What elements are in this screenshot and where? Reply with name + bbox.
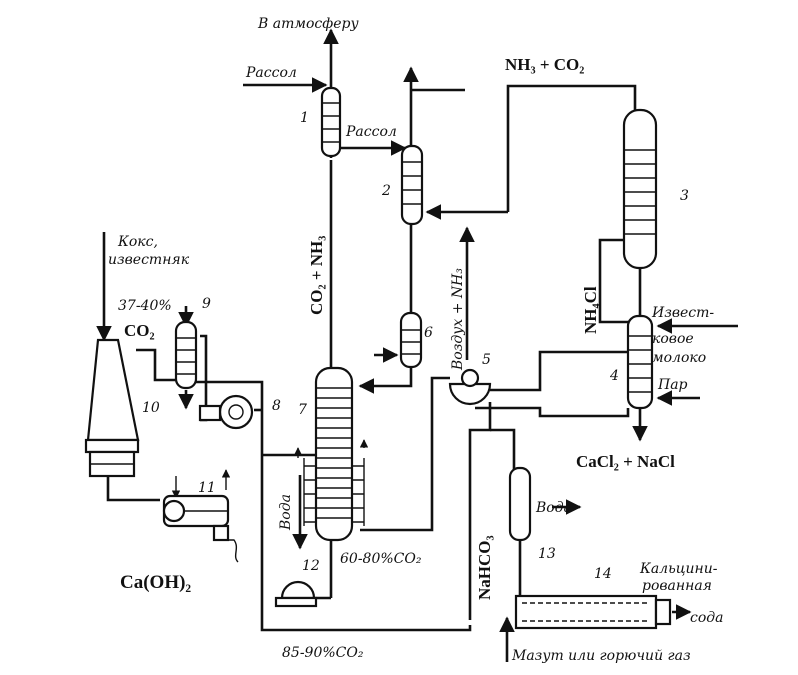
slaker-11 <box>162 494 230 542</box>
label-water-13: Вода <box>535 500 572 516</box>
label-co2-nh3: CO₂ + NH₃ <box>307 236 326 315</box>
pipe-nh3-co2-return <box>506 84 637 212</box>
pipe-caoh2 <box>222 539 239 563</box>
label-co2-85-90: 85-90%CO₂ <box>282 645 364 661</box>
pipe-10-9 <box>136 348 176 382</box>
number-11: 11 <box>198 480 216 496</box>
label-fuel: Мазут или горючий газ <box>511 648 691 664</box>
number-1: 1 <box>300 110 309 126</box>
pipe-nh4cl-loop <box>598 238 637 324</box>
label-cacl2-nacl: CaCl₂ + NaCl <box>576 452 675 471</box>
number-13: 13 <box>538 546 556 562</box>
number-5: 5 <box>482 352 491 368</box>
number-7: 7 <box>298 402 307 418</box>
pipe-85-co2 <box>260 450 472 632</box>
pipe-5-7 <box>360 376 450 532</box>
compressor-8 <box>198 394 254 430</box>
pipe-10-11 <box>106 476 160 502</box>
pipe-5-out <box>475 406 630 418</box>
number-6: 6 <box>424 325 433 341</box>
column-3 <box>622 108 658 270</box>
label-caoh2: Ca(OH)₂ <box>120 572 191 593</box>
label-lime-milk-2: ковое <box>652 331 694 347</box>
kiln-10 <box>84 338 140 478</box>
label-nh3-co2: NH₃ + CO₂ <box>505 55 584 74</box>
label-lime-milk-1: Извест- <box>651 305 714 321</box>
label-air-nh3: Воздух + NH₃ <box>450 268 466 371</box>
label-brine-mid: Рассол <box>345 124 397 140</box>
filter-5 <box>448 368 492 406</box>
label-nh4cl: NH₄Cl <box>581 286 600 334</box>
label-coke: Кокс, <box>117 234 158 250</box>
number-3: 3 <box>680 188 689 204</box>
pipe-4-to-5 <box>490 350 628 392</box>
label-brine-in: Рассол <box>245 65 297 81</box>
number-10: 10 <box>142 400 160 416</box>
label-soda: сода <box>690 610 724 626</box>
number-9: 9 <box>202 296 211 312</box>
label-nahco3: NaHCO₃ <box>475 535 494 600</box>
column-6 <box>399 311 423 369</box>
number-8: 8 <box>272 398 281 414</box>
column-9 <box>174 320 198 390</box>
number-14: 14 <box>594 566 612 582</box>
pipe-nahco3 <box>468 402 492 620</box>
calciner-14 <box>514 594 672 630</box>
label-limestone: известняк <box>108 252 190 268</box>
column-4 <box>626 314 654 410</box>
number-4: 4 <box>609 368 619 384</box>
number-2: 2 <box>381 183 391 199</box>
label-atmosphere: В атмосферу <box>257 16 359 32</box>
number-12: 12 <box>302 558 320 574</box>
pipe-to-8 <box>190 380 264 450</box>
label-co2-pct: 37-40% <box>118 298 172 314</box>
pipe-brine-1-2 <box>329 140 407 158</box>
pipe-6-7 <box>358 366 413 394</box>
column-2 <box>400 144 424 226</box>
label-co2-60-80: 60-80%CO₂ <box>340 551 422 567</box>
column-1 <box>320 86 342 158</box>
label-steam: Пар <box>657 377 688 393</box>
pipes <box>96 28 738 662</box>
label-co2: CO₂ <box>124 321 155 340</box>
label-lime-milk-3: молоко <box>652 350 706 366</box>
label-water-7: Вода <box>278 494 294 531</box>
column-7 <box>293 366 369 542</box>
column-13 <box>508 466 532 542</box>
label-calcined-2: рованная <box>642 578 712 594</box>
compressor-12 <box>274 580 318 608</box>
pipe-to-13 <box>490 428 516 470</box>
label-calcined-1: Кальцини- <box>639 561 718 577</box>
